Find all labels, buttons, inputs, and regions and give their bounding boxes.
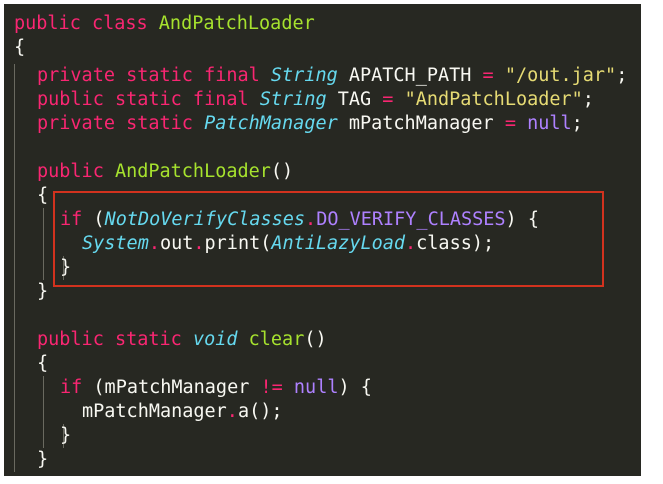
parens: (): [270, 161, 294, 182]
modifiers: private static final: [37, 65, 271, 86]
operator: =: [504, 113, 516, 134]
class-name: AndPatchLoader: [158, 13, 315, 34]
identifier: mPatchManager: [337, 113, 505, 134]
type-name: PatchManager: [204, 113, 338, 134]
type-name: String: [270, 65, 338, 86]
null-literal: null: [293, 377, 339, 398]
dot-operator: .: [193, 233, 205, 254]
identifier: out: [159, 233, 194, 254]
brace: }: [60, 425, 72, 446]
highlight-box: [53, 191, 604, 287]
code-line-9: System.out.print(AntiLazyLoad.class);: [82, 232, 494, 256]
type-name: System: [82, 233, 149, 254]
code-line-1: public class AndPatchLoader: [14, 12, 315, 36]
punctuation: ;: [616, 65, 628, 86]
brace: }: [37, 281, 49, 302]
dot-operator: .: [148, 233, 160, 254]
space: [494, 65, 505, 86]
keyword: public class: [14, 13, 159, 34]
code-line-15: mPatchManager.a();: [82, 400, 283, 424]
code-line-8: if (NotDoVerifyClasses.DO_VERIFY_CLASSES…: [60, 208, 539, 232]
punctuation: (: [82, 209, 105, 230]
code-editor[interactable]: public class AndPatchLoader { private st…: [4, 4, 641, 476]
indent-guide: [43, 208, 44, 280]
punctuation: ;: [582, 89, 594, 110]
constructor-name: AndPatchLoader: [114, 161, 271, 182]
code-line-5: private static PatchManager mPatchManage…: [37, 112, 583, 136]
punctuation: ;: [571, 113, 583, 134]
brace: }: [60, 257, 72, 278]
method-call: a();: [237, 401, 283, 422]
keyword: public: [37, 161, 115, 182]
brace: }: [37, 449, 49, 470]
constant: DO_VERIFY_CLASSES: [316, 209, 506, 230]
keyword: if: [60, 377, 83, 398]
punctuation: ) {: [338, 377, 372, 398]
code-line-17: }: [37, 448, 48, 472]
string-literal: "/out.jar": [504, 65, 617, 86]
indent-guide: [14, 64, 15, 472]
string-literal: "AndPatchLoader": [404, 89, 583, 110]
code-line-3: private static final String APATCH_PATH …: [37, 64, 627, 88]
method-name: clear: [248, 329, 305, 350]
dot-operator: .: [305, 209, 317, 230]
indent-guide: [43, 376, 44, 448]
identifier: class);: [416, 233, 495, 254]
keyword: if: [60, 209, 83, 230]
code-line-6: public AndPatchLoader(): [37, 160, 293, 184]
type-name: String: [259, 89, 327, 110]
dot-operator: .: [226, 401, 238, 422]
dot-operator: .: [405, 233, 417, 254]
code-line-14: if (mPatchManager != null) {: [60, 376, 372, 400]
type-name: void: [192, 329, 238, 350]
code-line-13: {: [37, 352, 48, 376]
code-line-16: }: [60, 424, 71, 448]
operator: =: [382, 89, 394, 110]
code-line-4: public static final String TAG = "AndPat…: [37, 88, 594, 112]
indent-guide: [63, 256, 64, 280]
code-line-10: }: [60, 256, 71, 280]
space: [283, 377, 294, 398]
code-line-2: {: [14, 36, 25, 60]
brace: {: [37, 185, 49, 206]
modifiers: public static final: [37, 89, 260, 110]
identifier: (mPatchManager: [82, 377, 261, 398]
code-line-7: {: [37, 184, 48, 208]
identifier: APATCH_PATH: [337, 65, 483, 86]
space: [516, 113, 527, 134]
identifier: mPatchManager: [82, 401, 227, 422]
space: [238, 329, 249, 350]
code-line-12: public static void clear(): [37, 328, 327, 352]
space: [393, 89, 404, 110]
indent-guide: [63, 424, 64, 448]
operator: =: [482, 65, 494, 86]
type-name: NotDoVerifyClasses: [104, 209, 306, 230]
identifier: TAG: [326, 89, 383, 110]
code-line-11: }: [37, 280, 48, 304]
type-name: AntiLazyLoad: [271, 233, 406, 254]
parens: (): [304, 329, 327, 350]
brace: {: [37, 353, 49, 374]
punctuation: ) {: [505, 209, 539, 230]
operator: !=: [260, 377, 283, 398]
brace: {: [14, 37, 26, 58]
method-call: print(: [204, 233, 272, 254]
modifiers: public static: [37, 329, 193, 350]
null-literal: null: [527, 113, 572, 134]
modifiers: private static: [37, 113, 205, 134]
